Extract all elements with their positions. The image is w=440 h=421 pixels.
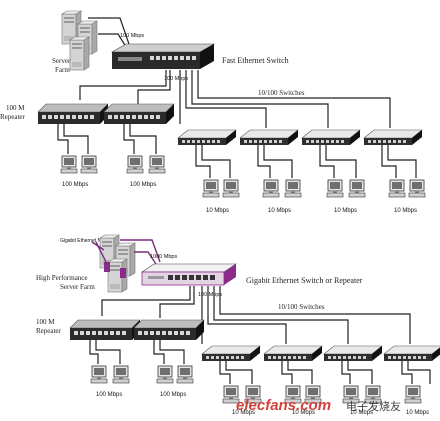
top-repeater-label: 100 M [6, 104, 25, 112]
bottom-switch-speed-4: 10 Mbps [406, 410, 429, 416]
top-switch-speed-2: 10 Mbps [268, 208, 291, 214]
bottom-switch-speed-1: 10 Mbps [232, 410, 255, 416]
bottom-switch-4 [383, 345, 440, 362]
bottom-repeater-label-2: Repeater [36, 327, 62, 335]
top-diagram: Server Farm 100 Mbps Fast Ethernet Switc… [0, 10, 426, 214]
top-repeater-2 [103, 103, 175, 125]
bottom-pc-speed-1: 100 Mbps [96, 392, 122, 398]
top-switch-label: Fast Ethernet Switch [222, 56, 289, 65]
top-switch-speed-1: 10 Mbps [206, 208, 229, 214]
top-switch-4 [363, 129, 423, 146]
top-uplink-speed: 100 Mbps [120, 33, 144, 39]
bottom-switch-1 [201, 345, 261, 362]
bottom-switch-speed-2: 10 Mbps [292, 410, 315, 416]
bottom-uplink-speed: 1000 Mbps [150, 254, 177, 260]
top-repeater-label-2: Repeater [0, 113, 26, 121]
watermark-cn: 电子发烧友 [346, 399, 401, 413]
top-fast-ethernet-switch [110, 43, 216, 69]
bottom-pc-speed-2: 100 Mbps [160, 392, 186, 398]
bottom-repeater-1 [69, 319, 141, 341]
bottom-switches-label: 10/100 Switches [278, 303, 325, 311]
bottom-repeater-label: 100 M [36, 318, 55, 326]
bottom-server-farm-label: High Performance [36, 274, 88, 282]
top-switch-3 [301, 129, 361, 146]
top-switch-1 [177, 129, 237, 146]
bottom-repeater-2 [133, 319, 205, 341]
top-switch-speed-4: 10 Mbps [394, 208, 417, 214]
watermark-site: elecfans.com [236, 397, 331, 414]
top-pc-speed-2: 100 Mbps [130, 182, 156, 188]
bottom-server-farm [99, 234, 136, 293]
bottom-switch-speed-3: 10 Mbps [350, 410, 373, 416]
top-server-farm-label-2: Farm [55, 66, 70, 74]
top-server-farm-label: Server [52, 57, 71, 65]
bottom-gigabit-switch [141, 263, 237, 286]
bottom-switch-2 [263, 345, 323, 362]
top-switch-speed-3: 10 Mbps [334, 208, 357, 214]
top-repeater-1 [37, 103, 109, 125]
bottom-switch-3 [323, 345, 383, 362]
bottom-diagram: Gigabit Ethernet NICs 1000 Mbps High Per… [36, 234, 440, 416]
bottom-switch-label: Gigabit Ethernet Switch or Repeater [246, 276, 363, 285]
watermark: elecfans.com 电子发烧友 [236, 397, 401, 414]
top-pc-speed-1: 100 Mbps [62, 182, 88, 188]
top-switch-2 [239, 129, 299, 146]
top-downlink-speed: 100 Mbps [164, 76, 188, 82]
top-switches-label: 10/100 Switches [258, 89, 305, 97]
bottom-downlink-speed: 100 Mbps [198, 292, 222, 298]
bottom-nic-label: Gigabit Ethernet NICs [60, 238, 109, 244]
bottom-server-farm-label-2: Server Farm [60, 283, 95, 291]
